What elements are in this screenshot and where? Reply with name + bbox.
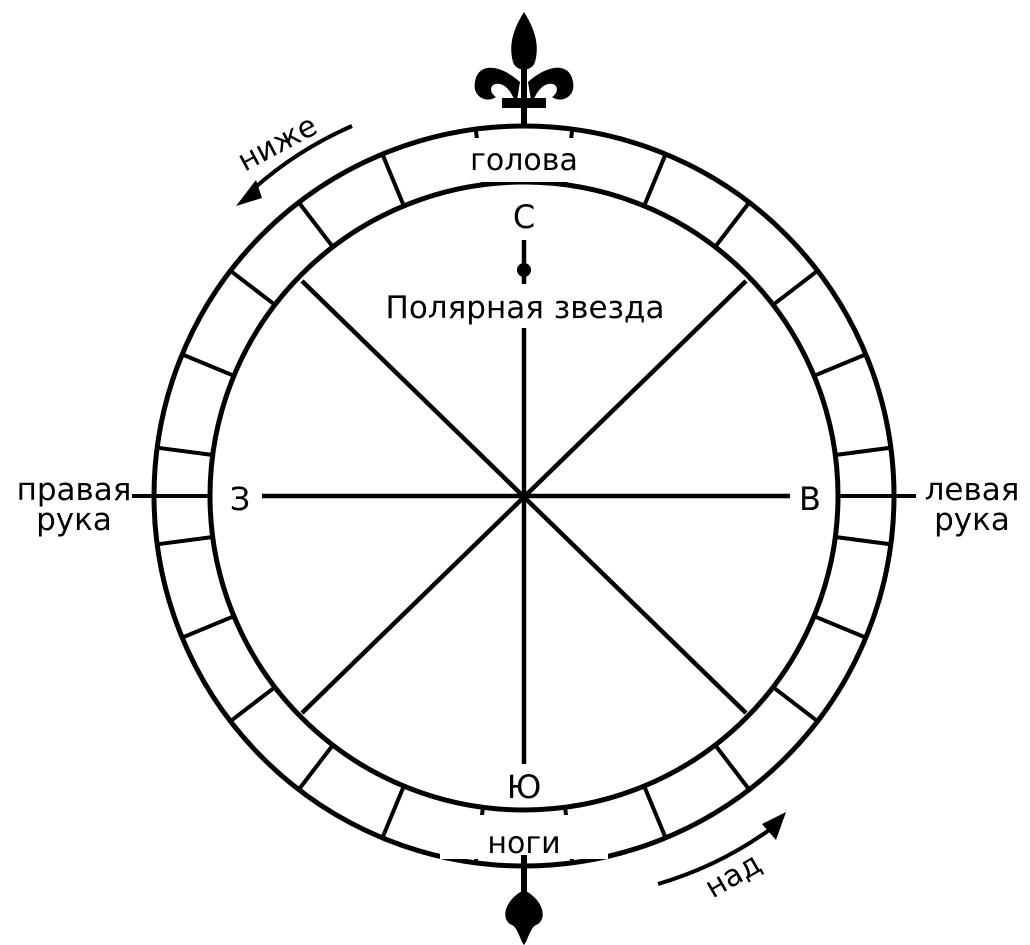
ring-divider xyxy=(182,354,234,375)
polaris-label: Полярная звезда xyxy=(386,290,665,326)
ring-divider xyxy=(157,537,213,544)
ring-divider xyxy=(644,154,665,206)
ring-divider xyxy=(835,448,891,455)
ring-divider xyxy=(715,203,749,247)
polaris-dot xyxy=(517,263,531,277)
ring-divider xyxy=(382,786,403,838)
feet-label: ноги xyxy=(487,826,560,861)
left-hand-label-line2: рука xyxy=(934,502,1010,538)
ring-divider xyxy=(231,687,275,721)
right-hand-label-line2: рука xyxy=(36,502,112,538)
ring-divider xyxy=(382,154,403,206)
ring-divider xyxy=(299,745,333,789)
ring-divider xyxy=(835,537,891,544)
east-label: В xyxy=(799,480,821,518)
west-label: З xyxy=(230,480,251,518)
arrow-tip-icon xyxy=(505,855,543,945)
south-label: Ю xyxy=(507,768,542,806)
ring-divider xyxy=(299,203,333,247)
ring-divider xyxy=(773,271,817,305)
head-label: голова xyxy=(470,143,578,178)
ring-divider xyxy=(157,448,213,455)
fleur-de-lis-icon xyxy=(475,12,574,125)
ring-divider xyxy=(773,687,817,721)
north-label: С xyxy=(513,198,535,236)
ring-divider xyxy=(715,745,749,789)
ring-divider xyxy=(814,616,866,637)
ring-divider xyxy=(644,786,665,838)
ring-divider xyxy=(182,616,234,637)
above-label: над xyxy=(699,846,767,906)
ring-divider xyxy=(814,354,866,375)
ring-divider xyxy=(231,271,275,305)
